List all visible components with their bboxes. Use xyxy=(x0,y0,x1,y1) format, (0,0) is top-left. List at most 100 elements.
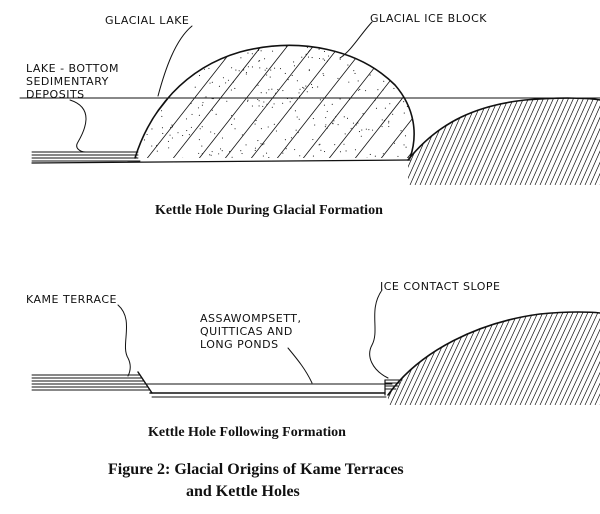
stipple-dot xyxy=(139,61,141,63)
stipple-dot xyxy=(307,51,310,53)
hatch-stroke xyxy=(408,98,426,185)
stipple-dot xyxy=(151,145,153,147)
stipple-dot xyxy=(290,107,292,109)
top-ground-line xyxy=(31,159,411,164)
hatch-stroke xyxy=(424,312,471,405)
stipple-dot xyxy=(158,56,160,58)
stipple-dot xyxy=(337,124,339,126)
stipple-dot xyxy=(286,97,289,100)
stipple-dot xyxy=(240,150,242,152)
stipple-dot xyxy=(205,96,207,98)
hatch-stroke xyxy=(484,98,526,185)
stipple-dot xyxy=(366,157,368,158)
stipple-dot xyxy=(224,58,226,60)
stipple-dot xyxy=(345,150,347,152)
stipple-dot xyxy=(339,58,341,60)
stipple-dot xyxy=(389,103,391,105)
stipple-dot xyxy=(169,134,171,136)
lake-bottom-deposits xyxy=(31,151,141,162)
stipple-dot xyxy=(181,61,183,63)
stipple-dot xyxy=(300,40,301,41)
stipple-dot xyxy=(296,80,298,82)
stipple-dot xyxy=(259,60,261,62)
stipple-dot xyxy=(275,130,277,132)
stipple-dot xyxy=(258,105,260,107)
stipple-dot xyxy=(334,144,336,146)
hatch-stroke xyxy=(504,312,551,405)
stipple-dot xyxy=(322,58,324,60)
stipple-dot xyxy=(168,147,170,149)
stipple-dot xyxy=(157,56,159,58)
stipple-dot xyxy=(273,123,275,125)
stipple-dot xyxy=(298,118,300,120)
stipple-dot xyxy=(241,152,243,155)
hatch-stroke xyxy=(388,312,411,405)
stipple-dot xyxy=(312,138,314,141)
stipple-dot xyxy=(386,52,388,54)
hatch-stroke xyxy=(408,98,441,185)
hatch-stroke xyxy=(424,30,534,170)
stipple-dot xyxy=(255,119,257,122)
stipple-dot xyxy=(170,78,172,80)
stipple-dot xyxy=(260,128,262,130)
stipple-dot xyxy=(225,82,227,84)
hatch-stroke xyxy=(135,45,223,158)
hatch-stroke xyxy=(450,30,560,170)
stipple-dot xyxy=(358,55,360,57)
stipple-dot xyxy=(299,155,301,157)
stipple-dot xyxy=(201,126,203,128)
stipple-dot xyxy=(308,69,310,72)
stipple-dot xyxy=(233,118,235,120)
stipple-dot xyxy=(209,154,211,156)
stipple-dot xyxy=(400,40,401,41)
stipple-dot xyxy=(324,126,326,128)
stipple-dot xyxy=(194,86,196,88)
hatch-stroke xyxy=(444,312,491,405)
hatch-stroke xyxy=(345,45,415,158)
hatch-stroke xyxy=(397,45,415,158)
bottom-panel: KAME TERRACE ICE CONTACT SLOPE ASSAWOMPS… xyxy=(26,280,600,440)
hatch-stroke xyxy=(494,98,536,185)
stipple-dot xyxy=(247,99,249,101)
stipple-dot xyxy=(388,122,390,124)
stipple-dot xyxy=(251,105,253,107)
stipple-dot xyxy=(349,98,351,100)
stipple-dot xyxy=(202,102,204,104)
stipple-dot xyxy=(294,149,296,151)
stipple-dot xyxy=(215,113,217,115)
stipple-dot xyxy=(227,43,228,44)
stipple-dot xyxy=(337,77,339,79)
stipple-dot xyxy=(355,124,357,126)
stipple-dot xyxy=(335,116,337,118)
stipple-dot xyxy=(211,109,213,111)
stipple-dot xyxy=(218,85,220,87)
kame-terrace-leader xyxy=(117,304,131,377)
stipple-dot xyxy=(201,145,203,147)
stipple-dot xyxy=(260,50,262,52)
stipple-dot xyxy=(297,131,299,134)
stipple-dot xyxy=(272,50,274,52)
stipple-dot xyxy=(254,123,256,125)
stipple-dot xyxy=(385,71,387,73)
hatch-stroke xyxy=(464,98,506,185)
hatch-stroke xyxy=(408,98,436,185)
stipple-dot xyxy=(161,127,163,129)
stipple-dot xyxy=(388,120,390,122)
hatch-stroke xyxy=(514,98,556,185)
stipple-dot xyxy=(332,41,333,42)
stipple-dot xyxy=(311,87,313,89)
hatch-stroke xyxy=(388,312,431,405)
hatch-stroke xyxy=(564,312,600,405)
stipple-dot xyxy=(263,40,264,41)
figure-caption-line1: Figure 2: Glacial Origins of Kame Terrac… xyxy=(108,461,404,478)
top-panel: GLACIAL LAKE GLACIAL ICE BLOCK LAKE - BO… xyxy=(19,12,600,218)
stipple-dot xyxy=(211,98,213,100)
stipple-dot xyxy=(361,129,363,131)
stipple-dot xyxy=(322,73,324,75)
stipple-dot xyxy=(282,152,284,154)
hatch-stroke xyxy=(524,98,566,185)
stipple-dot xyxy=(355,55,357,57)
stipple-dot xyxy=(383,80,385,82)
stipple-dot xyxy=(317,86,319,88)
stipple-dot xyxy=(314,124,316,126)
